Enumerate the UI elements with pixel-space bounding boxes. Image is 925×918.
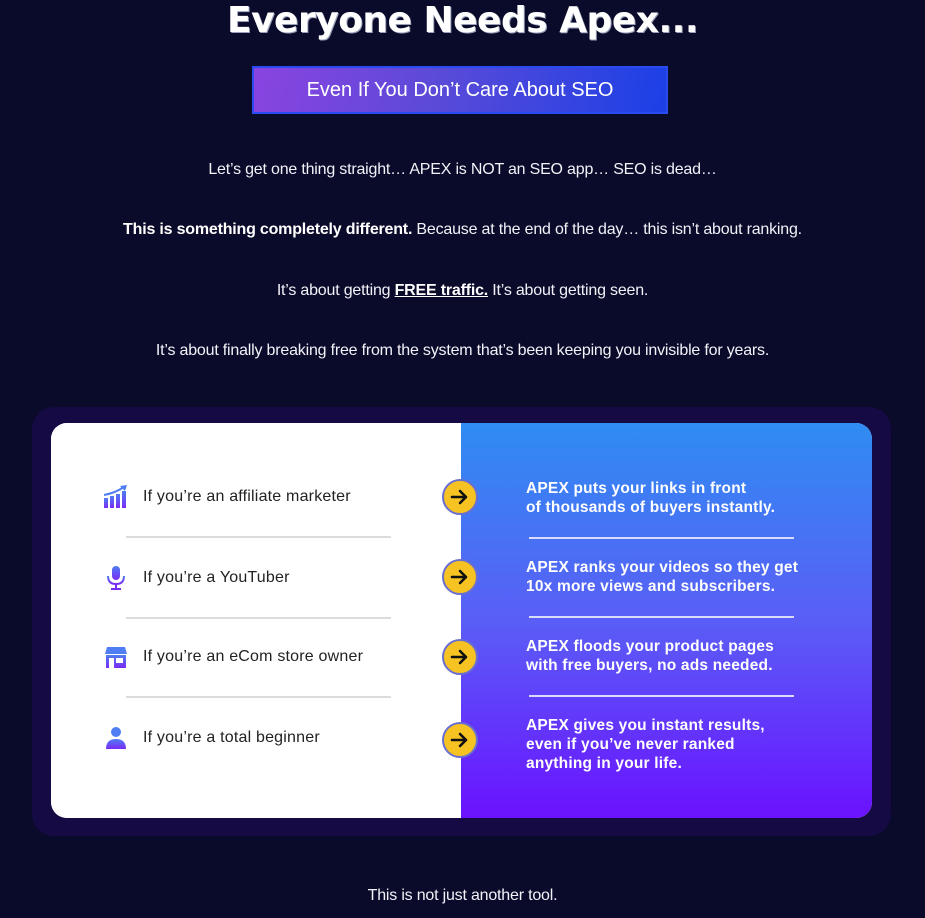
intro-line-3-pre: It’s about getting [276,282,395,299]
audience-item-beginner: If you’re a total beginner [103,724,320,752]
benefit-youtuber: APEX ranks your videos so they get 10x m… [526,558,846,596]
divider [529,616,794,618]
audience-item-affiliate: If you’re an affiliate marketer [103,483,351,511]
user-icon [103,725,129,751]
benefit-line: of thousands of buyers instantly. [526,499,776,516]
benefit-beginner: APEX gives you instant results, even if … [526,716,846,773]
benefit-affiliate: APEX puts your links in front of thousan… [526,479,846,517]
benefit-line: APEX puts your links in front [526,480,747,497]
divider [126,617,391,619]
seo-subhead-label: Even If You Don’t Care About SEO [306,78,614,101]
arrow-button-affiliate[interactable] [442,479,478,515]
benefit-line: with free buyers, no ads needed. [526,657,773,674]
divider [126,536,391,538]
microphone-icon [103,565,129,591]
benefit-line: even if you’ve never ranked [526,736,735,753]
footer-text: This is not just another tool. [367,887,558,904]
intro-line-4: It’s about finally breaking free from th… [155,342,770,359]
benefit-line: anything in your life. [526,755,682,772]
intro-line-3: It’s about getting FREE traffic. It’s ab… [0,281,925,301]
free-traffic-link[interactable]: FREE traffic. [394,282,489,299]
benefit-ecom: APEX floods your product pages with free… [526,637,846,675]
arrow-button-youtuber[interactable] [442,559,478,595]
audience-label: If you’re a total beginner [143,729,320,746]
arrow-button-beginner[interactable] [442,722,478,758]
intro-line-2-rest: Because at the end of the day… this isn’… [412,221,802,238]
audience-label: If you’re an eCom store owner [143,648,364,665]
divider [529,537,794,539]
audience-label: If you’re an affiliate marketer [143,488,351,505]
intro-line-3-post: It’s about getting seen. [488,282,649,299]
arrow-right-icon [450,732,468,748]
audience-list: If you’re an affiliate marketer If you’r… [51,423,461,818]
audience-card: If you’re an affiliate marketer If you’r… [51,423,872,818]
page-headline: Everyone Needs Apex... [227,0,699,41]
benefit-line: APEX ranks your videos so they get [526,559,799,576]
benefit-line: APEX floods your product pages [526,638,774,655]
intro-line-2: This is something completely different. … [0,220,925,240]
audience-item-youtuber: If you’re a YouTuber [103,564,290,592]
arrow-right-icon [450,569,468,585]
storefront-icon [103,644,129,670]
benefits-panel: APEX puts your links in front of thousan… [461,423,872,818]
arrow-button-ecom[interactable] [442,639,478,675]
benefit-line: 10x more views and subscribers. [526,578,776,595]
arrow-right-icon [450,489,468,505]
benefit-line: APEX gives you instant results, [526,717,765,734]
intro-line-2-bold: This is something completely different. [123,221,413,238]
audience-item-ecom: If you’re an eCom store owner [103,643,363,671]
growth-chart-icon [103,484,129,510]
seo-subhead-button[interactable]: Even If You Don’t Care About SEO [252,66,668,114]
divider [126,696,391,698]
divider [529,695,794,697]
audience-label: If you’re a YouTuber [143,569,290,586]
arrow-right-icon [450,649,468,665]
intro-line-1: Let’s get one thing straight… APEX is NO… [208,161,717,178]
